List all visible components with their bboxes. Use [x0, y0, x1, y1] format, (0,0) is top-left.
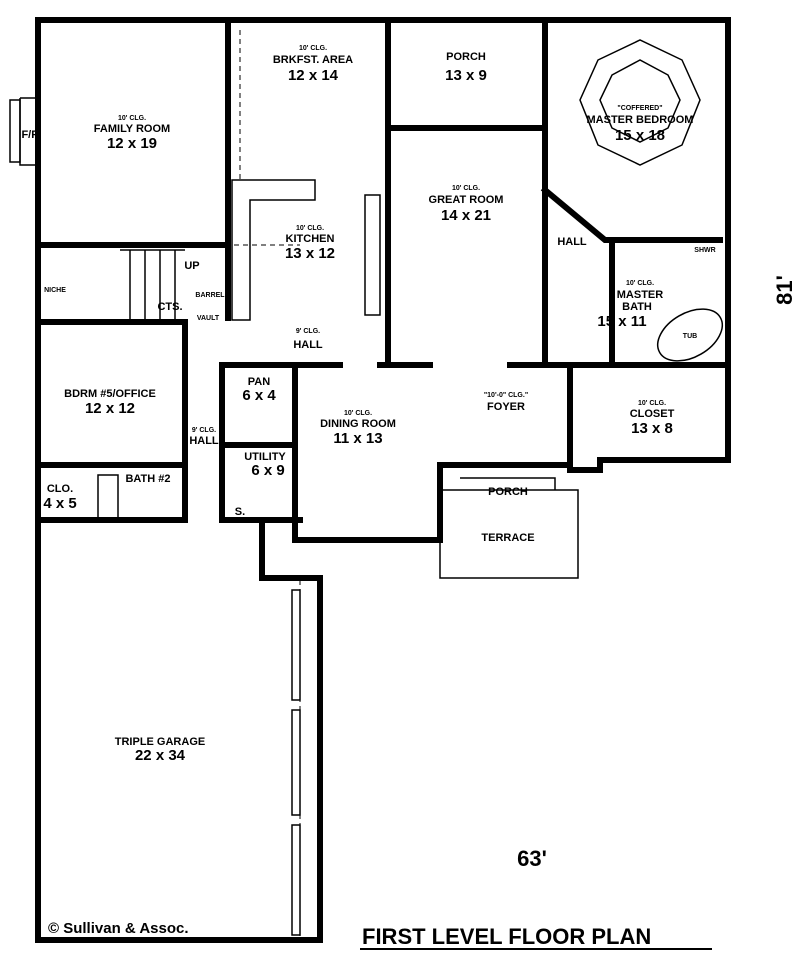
bdrm5-name: BDRM #5/OFFICE	[64, 388, 156, 400]
master-bath-size: 15 x 11	[597, 313, 646, 330]
closet-size: 13 x 8	[631, 420, 673, 437]
dining-size: 11 x 13	[333, 430, 382, 447]
closet-name: CLOSET	[630, 408, 675, 420]
clo-name: CLO.	[47, 483, 73, 495]
tub-label: TUB	[683, 333, 697, 340]
closet-clg: 10' CLG.	[638, 400, 666, 407]
family-clg: 10' CLG.	[118, 115, 146, 122]
garage-name: TRIPLE GARAGE	[115, 736, 205, 748]
pantry-name: PAN	[248, 376, 270, 388]
family-size: 12 x 19	[107, 135, 157, 152]
master-bath-name: MASTER	[617, 289, 664, 301]
terrace-label: TERRACE	[481, 532, 534, 544]
shower-label: SHWR	[694, 247, 715, 254]
vault-label: VAULT	[197, 315, 220, 322]
master-bath-name2: BATH	[622, 301, 652, 313]
great-clg: 10' CLG.	[452, 185, 480, 192]
hall-center-name: HALL	[293, 339, 323, 351]
porch-top-name: PORCH	[446, 51, 486, 63]
cts-label: CTS.	[157, 301, 182, 313]
foyer-clg: "10'-0" CLG."	[484, 392, 528, 399]
master-bedroom-name: MASTER BEDROOM	[587, 114, 694, 126]
copyright: © Sullivan & Assoc.	[48, 920, 189, 937]
foyer-name: FOYER	[487, 401, 525, 413]
porch-top-size: 13 x 9	[445, 67, 487, 84]
master-hall-label: HALL	[557, 236, 587, 248]
garage-size: 22 x 34	[135, 747, 186, 764]
clo-size: 4 x 5	[43, 495, 76, 512]
hall-center-clg: 9' CLG.	[296, 328, 320, 335]
fireplace-label: F/P	[21, 129, 38, 141]
depth-dimension: 81'	[772, 275, 797, 305]
barrel-label: BARREL	[195, 292, 225, 299]
family-name: FAMILY ROOM	[94, 123, 170, 135]
bath2-label: BATH #2	[125, 473, 170, 485]
master-bedroom-size: 15 x 18	[615, 127, 665, 144]
width-dimension: 63'	[517, 846, 547, 871]
pantry-size: 6 x 4	[242, 387, 276, 404]
utility-name: UTILITY	[244, 451, 286, 463]
room-labels: 10' CLG. BRKFST. AREA 12 x 14 PORCH 13 x…	[21, 45, 715, 764]
kitchen-size: 13 x 12	[285, 245, 335, 262]
great-name: GREAT ROOM	[429, 194, 504, 206]
brkfst-name: BRKFST. AREA	[273, 54, 353, 66]
dining-name: DINING ROOM	[320, 418, 396, 430]
hall-left-clg: 9' CLG.	[192, 427, 216, 434]
utility-size: 6 x 9	[251, 462, 284, 479]
kitchen-clg: 10' CLG.	[296, 225, 324, 232]
niche-label: NICHE	[44, 287, 66, 294]
dining-clg: 10' CLG.	[344, 410, 372, 417]
brkfst-clg: 10' CLG.	[299, 45, 327, 52]
stairs-up-label: UP	[184, 260, 199, 272]
master-bath-clg: 10' CLG.	[626, 280, 654, 287]
bdrm5-size: 12 x 12	[85, 400, 135, 417]
plan-title: FIRST LEVEL FLOOR PLAN	[362, 924, 651, 949]
storage-label: S.	[235, 506, 245, 518]
master-bedroom-note: "COFFERED"	[617, 105, 662, 112]
great-size: 14 x 21	[441, 207, 491, 224]
walls	[9, 17, 731, 943]
brkfst-size: 12 x 14	[288, 67, 339, 84]
porch-front-label: PORCH	[488, 486, 528, 498]
hall-left-name: HALL	[189, 435, 219, 447]
kitchen-name: KITCHEN	[286, 233, 335, 245]
